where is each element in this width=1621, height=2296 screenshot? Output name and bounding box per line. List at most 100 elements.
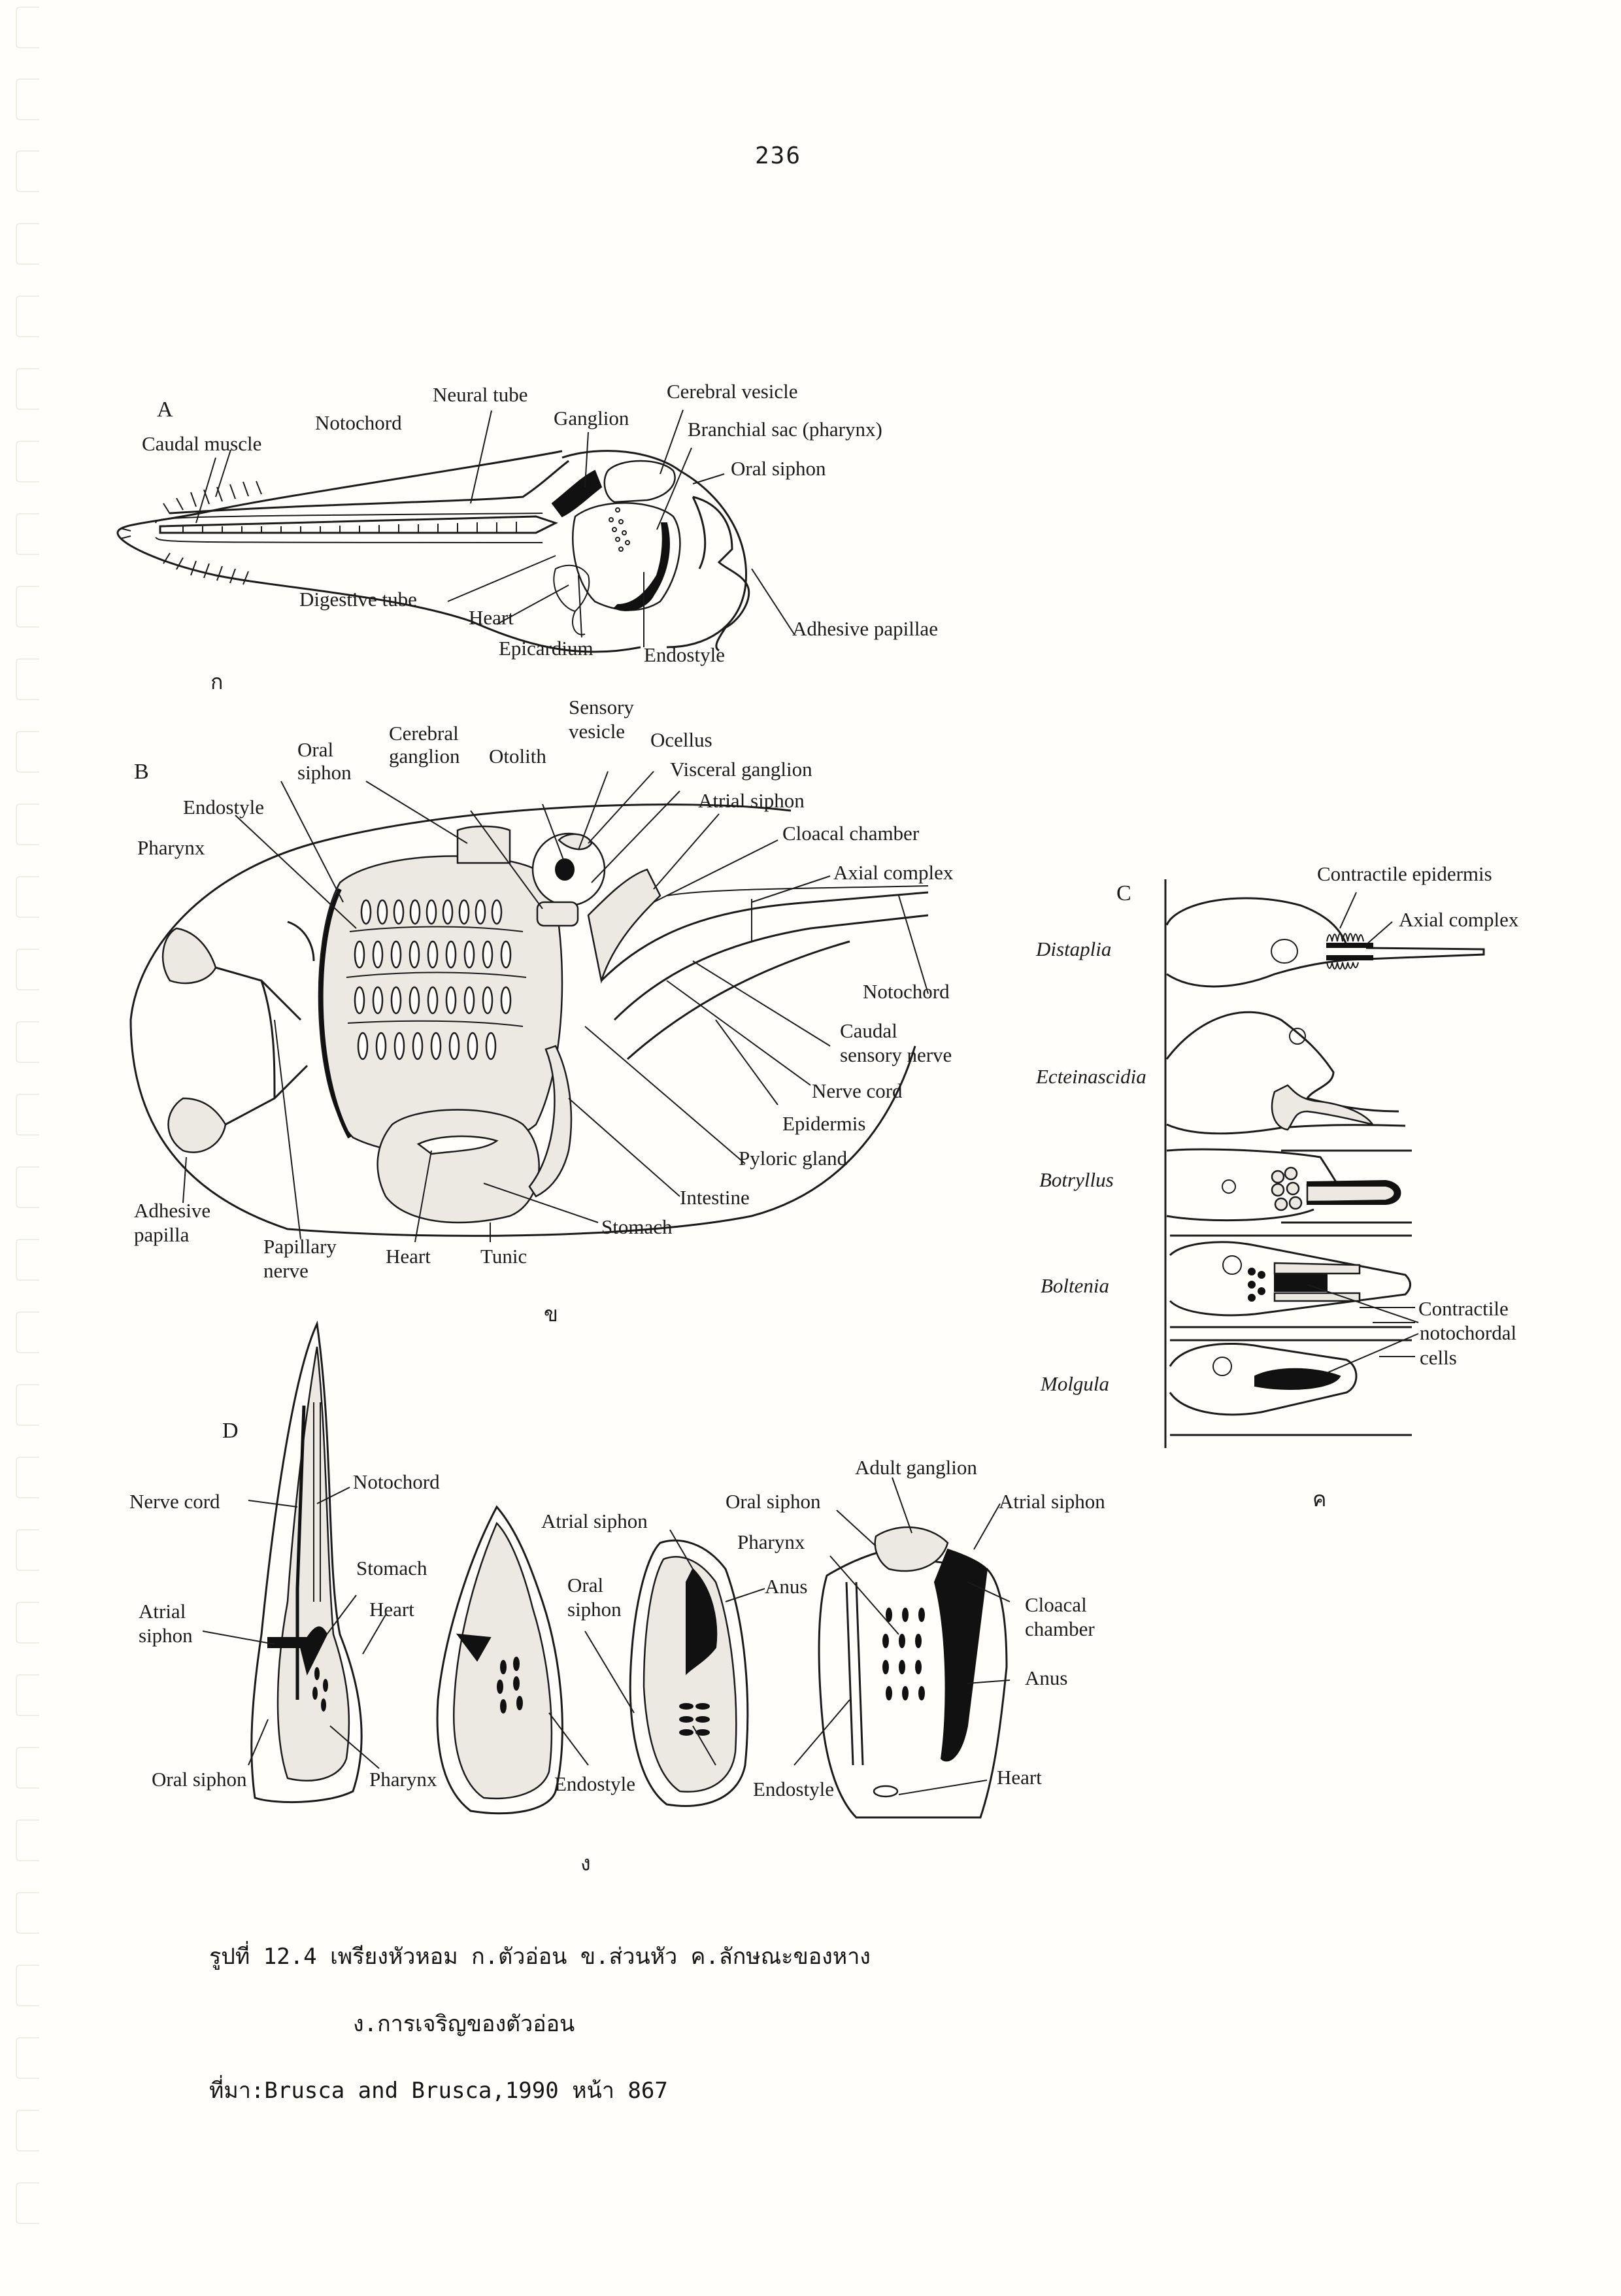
stage1-stigmata bbox=[312, 1667, 328, 1712]
binder-hole bbox=[16, 1457, 39, 1498]
distaplia-visceral-loop bbox=[1271, 939, 1298, 964]
label-b-epidermis: Epidermis bbox=[782, 1112, 866, 1135]
label-b-atrial-siphon: Atrial siphon bbox=[698, 789, 805, 812]
label-b-visceral-ganglion: Visceral ganglion bbox=[670, 758, 812, 781]
figure-b-thai-sub: ข bbox=[544, 1302, 558, 1326]
tunic-outline bbox=[129, 803, 916, 1237]
label-d-nerve-cord: Nerve cord bbox=[129, 1490, 220, 1513]
binder-hole bbox=[16, 1311, 39, 1353]
label-d-pharynx-2: Pharynx bbox=[737, 1530, 805, 1553]
binder-hole bbox=[16, 1602, 39, 1644]
binder-hole bbox=[16, 223, 39, 265]
gut-stomach bbox=[376, 1109, 540, 1224]
stage1-outline bbox=[250, 1320, 363, 1804]
label-genus-boltenia: Boltenia bbox=[1041, 1274, 1110, 1297]
larva-neural-tube bbox=[169, 460, 569, 515]
figure-source: ที่มา:Brusca and Brusca,1990 หน้า 867 bbox=[209, 2078, 668, 2104]
binder-hole bbox=[16, 1892, 39, 1934]
label-b-pharynx: Pharynx bbox=[137, 836, 205, 859]
label-b-ocellus: Ocellus bbox=[650, 728, 712, 751]
label-b-papillary-nerve-2: nerve bbox=[263, 1259, 309, 1282]
label-d-endostyle-2: Endostyle bbox=[753, 1778, 834, 1800]
figure-c-thai-sub: ค bbox=[1312, 1487, 1327, 1511]
trunk-drawing bbox=[129, 771, 929, 1243]
stage3-stigmata bbox=[679, 1703, 710, 1736]
ecteinascidia-notochord bbox=[1271, 1084, 1375, 1131]
label-ganglion: Ganglion bbox=[554, 407, 629, 430]
papillary-nerve-branches bbox=[215, 920, 315, 1126]
binder-hole bbox=[16, 368, 39, 410]
binder-hole bbox=[16, 441, 39, 482]
stage3-outline bbox=[629, 1539, 749, 1807]
figure-d-development: D Nerve cord Notochord Stomach Heart Atr… bbox=[129, 1320, 1105, 1876]
binder-hole bbox=[16, 1094, 39, 1136]
label-c-contractile-notochordal-2: notochordal bbox=[1420, 1321, 1517, 1344]
development-drawing bbox=[202, 1320, 1011, 1819]
label-b-endostyle: Endostyle bbox=[183, 796, 264, 819]
figure-d-leaders bbox=[202, 1477, 1011, 1795]
label-b-cloacal-chamber: Cloacal chamber bbox=[782, 822, 920, 845]
label-c-contractile-notochordal-1: Contractile bbox=[1418, 1297, 1509, 1320]
distaplia-axial-complex bbox=[1326, 943, 1373, 960]
figure-caption-line-2: ง.การเจริญของตัวอ่อน bbox=[353, 2011, 575, 2037]
label-b-caudal-sensory-nerve-1: Caudal bbox=[840, 1019, 897, 1042]
cerebral-ganglion bbox=[536, 901, 579, 927]
figure-a-leaders bbox=[195, 409, 795, 647]
binder-hole bbox=[16, 1239, 39, 1281]
binder-hole bbox=[16, 1021, 39, 1063]
label-d-notochord: Notochord bbox=[353, 1470, 440, 1493]
label-endostyle: Endostyle bbox=[644, 643, 725, 666]
label-b-caudal-sensory-nerve-2: sensory nerve bbox=[840, 1043, 952, 1066]
figure-c-tail-types: C Contractile epidermis Axial complex Di… bbox=[1036, 862, 1519, 1511]
binder-hole bbox=[16, 731, 39, 773]
boltenia-ocellus bbox=[1222, 1255, 1242, 1275]
label-b-notochord: Notochord bbox=[863, 980, 950, 1003]
molgula-outline bbox=[1169, 1339, 1412, 1436]
stage1-atrial-siphon bbox=[267, 1626, 328, 1676]
label-c-contractile-epidermis: Contractile epidermis bbox=[1317, 862, 1492, 885]
binder-hole bbox=[16, 658, 39, 700]
boltenia-dark-cells bbox=[1248, 1268, 1265, 1302]
page-number: 236 bbox=[755, 143, 802, 169]
figure-c-panel-letter: C bbox=[1116, 881, 1131, 905]
label-b-cerebral-ganglion-1: Cerebral bbox=[389, 722, 459, 745]
botryllus-ampullae bbox=[1271, 1166, 1303, 1211]
label-d-oral-siphon-1: Oral siphon bbox=[152, 1768, 247, 1791]
stage4-ganglion-region bbox=[874, 1526, 949, 1572]
binder-hole bbox=[16, 150, 39, 192]
stage2-stigmata bbox=[497, 1657, 523, 1714]
label-d-oral-siphon-2b: siphon bbox=[567, 1598, 622, 1621]
figure-d-panel-letter: D bbox=[222, 1419, 239, 1443]
distaplia-contractile-epidermis bbox=[1326, 933, 1364, 970]
atrial-siphon bbox=[587, 868, 661, 984]
binder-hole bbox=[16, 2037, 39, 2079]
larva-digestive-heart bbox=[553, 564, 590, 635]
label-digestive-tube: Digestive tube bbox=[299, 588, 417, 611]
binder-hole bbox=[16, 78, 39, 120]
caudal-muscle-hatching bbox=[120, 481, 262, 585]
label-genus-distaplia: Distaplia bbox=[1036, 937, 1112, 960]
label-d-oral-siphon-2a: Oral bbox=[567, 1574, 604, 1596]
label-d-adult-ganglion: Adult ganglion bbox=[855, 1456, 977, 1479]
label-b-otolith: Otolith bbox=[489, 745, 546, 768]
figure-d-thai-sub: ง bbox=[580, 1851, 591, 1876]
figure-b-leaders bbox=[182, 771, 929, 1243]
endostyle-band bbox=[319, 888, 352, 1139]
tail-types-drawing bbox=[1164, 879, 1485, 1448]
label-d-atrial-siphon-3: Atrial siphon bbox=[999, 1490, 1105, 1513]
label-b-stomach: Stomach bbox=[601, 1215, 673, 1238]
larva-adhesive-papillae bbox=[692, 496, 750, 652]
botryllus-tail-sheath bbox=[1307, 1179, 1401, 1205]
stage2-atrial-siphon bbox=[456, 1633, 492, 1662]
figure-a-thai-sub: ก bbox=[210, 669, 224, 694]
label-b-intestine: Intestine bbox=[680, 1186, 750, 1209]
molgula-ocellus bbox=[1212, 1357, 1232, 1376]
larva-drawing bbox=[116, 409, 795, 653]
boltenia-outline bbox=[1169, 1234, 1412, 1328]
larva-trunk bbox=[561, 450, 747, 649]
oral-siphon-tube bbox=[456, 825, 511, 864]
label-c-axial-complex: Axial complex bbox=[1399, 908, 1519, 931]
label-branchial-sac: Branchial sac (pharynx) bbox=[688, 418, 882, 441]
ecteinascidia-ocellus bbox=[1289, 1028, 1306, 1045]
label-d-anus-2: Anus bbox=[1025, 1666, 1068, 1689]
